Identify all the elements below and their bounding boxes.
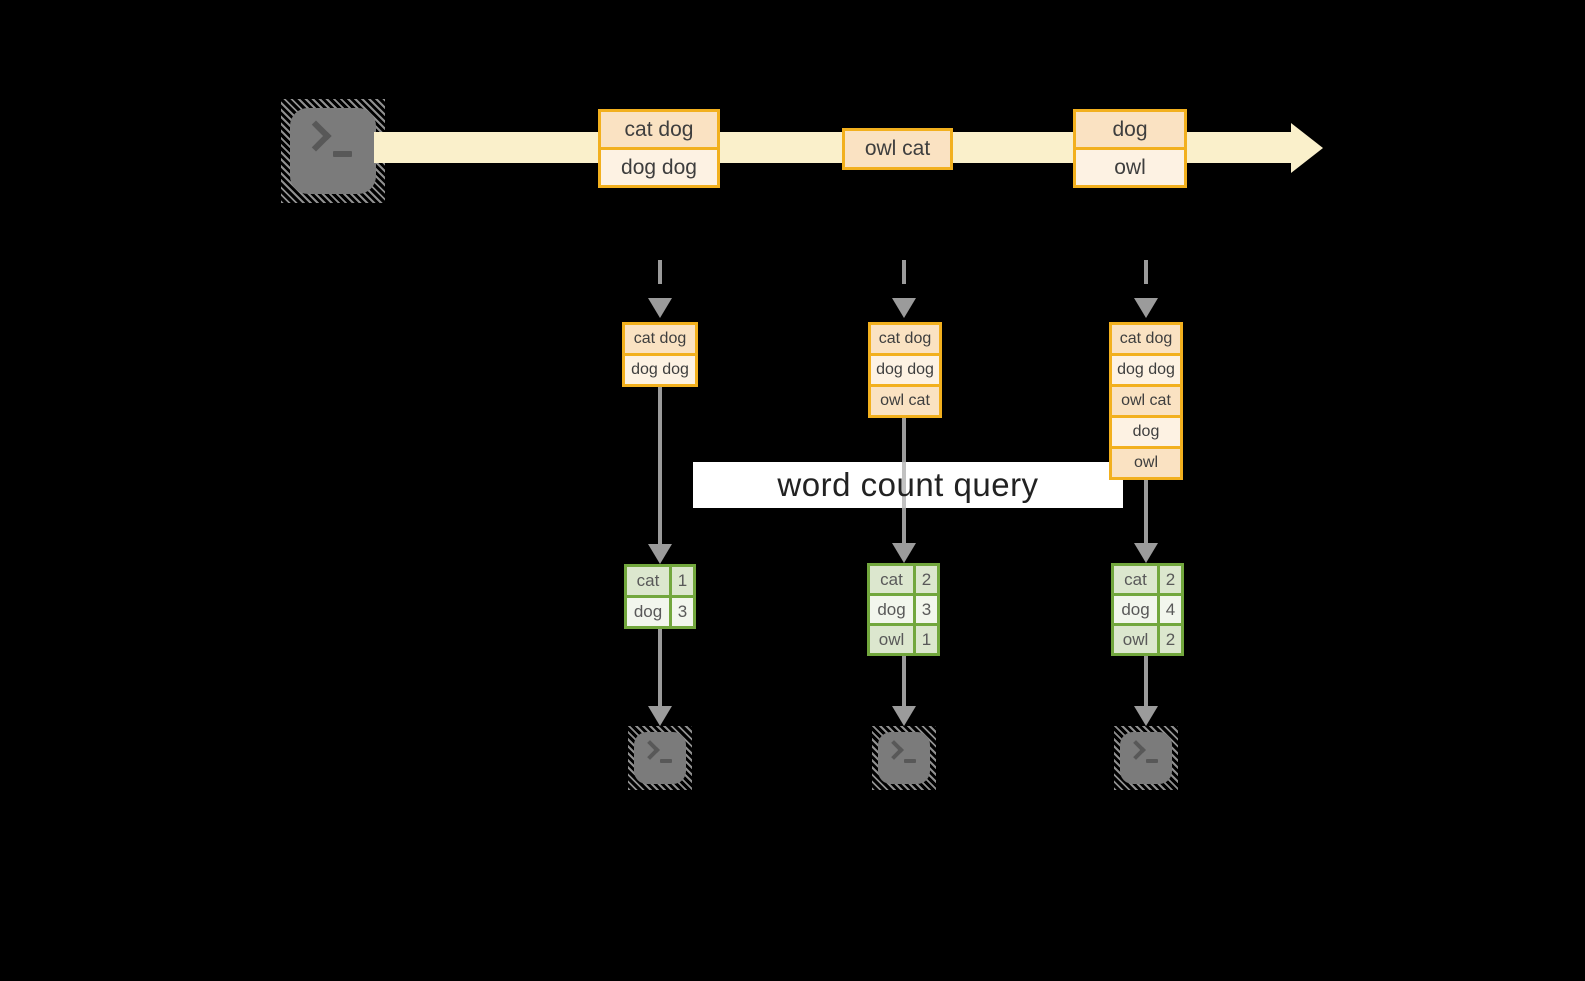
prompt-underscore-icon [333, 151, 352, 157]
prompt-underscore-icon [904, 759, 916, 763]
state-box-1: cat dog dog dog [622, 322, 698, 387]
arrowhead-icon [648, 544, 672, 564]
prompt-underscore-icon [1146, 759, 1158, 763]
query-label-band [693, 462, 1123, 508]
terminal-icon [872, 726, 936, 790]
query-label: word count query [777, 466, 1039, 503]
dashed-arrow-line [658, 260, 662, 298]
message-cell: cat dog [625, 325, 695, 353]
message-cell: dog [1112, 418, 1180, 446]
count-table-3: cat 2 dog 4 owl 2 [1111, 563, 1184, 656]
count-cell: 3 [916, 596, 937, 623]
state-box-2: cat dog dog dog owl cat [868, 322, 942, 418]
terminal-screen [634, 732, 686, 784]
terminal-screen [1120, 732, 1172, 784]
message-cell: owl cat [845, 131, 950, 167]
arrowhead-icon [1134, 543, 1158, 563]
stream-batch-2: owl cat [842, 128, 953, 170]
stream-arrowhead [1291, 123, 1323, 173]
state-box-3: cat dog dog dog owl cat dog owl [1109, 322, 1183, 480]
connector-line [902, 656, 906, 706]
message-cell: cat dog [601, 112, 717, 147]
message-cell: dog dog [871, 356, 939, 384]
count-table-1: cat 1 dog 3 [624, 564, 696, 629]
connector-line [1144, 656, 1148, 706]
arrowhead-icon [648, 706, 672, 726]
connector-line [902, 418, 906, 462]
terminal-icon [628, 726, 692, 790]
count-cell: 1 [916, 626, 937, 653]
message-cell: owl [1076, 150, 1184, 185]
connector-line [902, 508, 906, 543]
count-cell: 4 [1160, 596, 1181, 623]
connector-line [658, 629, 662, 706]
connector-line [1144, 480, 1148, 543]
word-cell: cat [627, 567, 669, 595]
message-cell: dog dog [1112, 356, 1180, 384]
message-cell: dog [1076, 112, 1184, 147]
terminal-screen [878, 732, 930, 784]
arrowhead-icon [1134, 706, 1158, 726]
word-cell: dog [1114, 596, 1157, 623]
count-cell: 2 [1160, 626, 1181, 653]
stream-batch-1: cat dog dog dog [598, 109, 720, 188]
terminal-icon [281, 99, 385, 203]
word-cell: dog [870, 596, 913, 623]
dashed-arrow-line [1144, 260, 1148, 298]
count-cell: 1 [672, 567, 693, 595]
message-cell: dog dog [601, 150, 717, 185]
message-cell: owl cat [871, 387, 939, 415]
arrowhead-icon [892, 298, 916, 318]
stream-batch-3: dog owl [1073, 109, 1187, 188]
connector-line [658, 387, 662, 544]
message-cell: cat dog [1112, 325, 1180, 353]
word-cell: dog [627, 598, 669, 626]
count-cell: 3 [672, 598, 693, 626]
arrowhead-icon [1134, 298, 1158, 318]
connector-line [902, 462, 906, 508]
message-cell: owl [1112, 449, 1180, 477]
count-table-2: cat 2 dog 3 owl 1 [867, 563, 940, 656]
arrowhead-icon [892, 543, 916, 563]
count-cell: 2 [1160, 566, 1181, 593]
word-cell: owl [870, 626, 913, 653]
message-cell: owl cat [1112, 387, 1180, 415]
prompt-underscore-icon [660, 759, 672, 763]
dashed-arrow-line [902, 260, 906, 298]
word-cell: cat [1114, 566, 1157, 593]
terminal-icon [1114, 726, 1178, 790]
message-cell: cat dog [871, 325, 939, 353]
word-cell: cat [870, 566, 913, 593]
message-cell: dog dog [625, 356, 695, 384]
arrowhead-icon [892, 706, 916, 726]
count-cell: 2 [916, 566, 937, 593]
word-cell: owl [1114, 626, 1157, 653]
arrowhead-icon [648, 298, 672, 318]
